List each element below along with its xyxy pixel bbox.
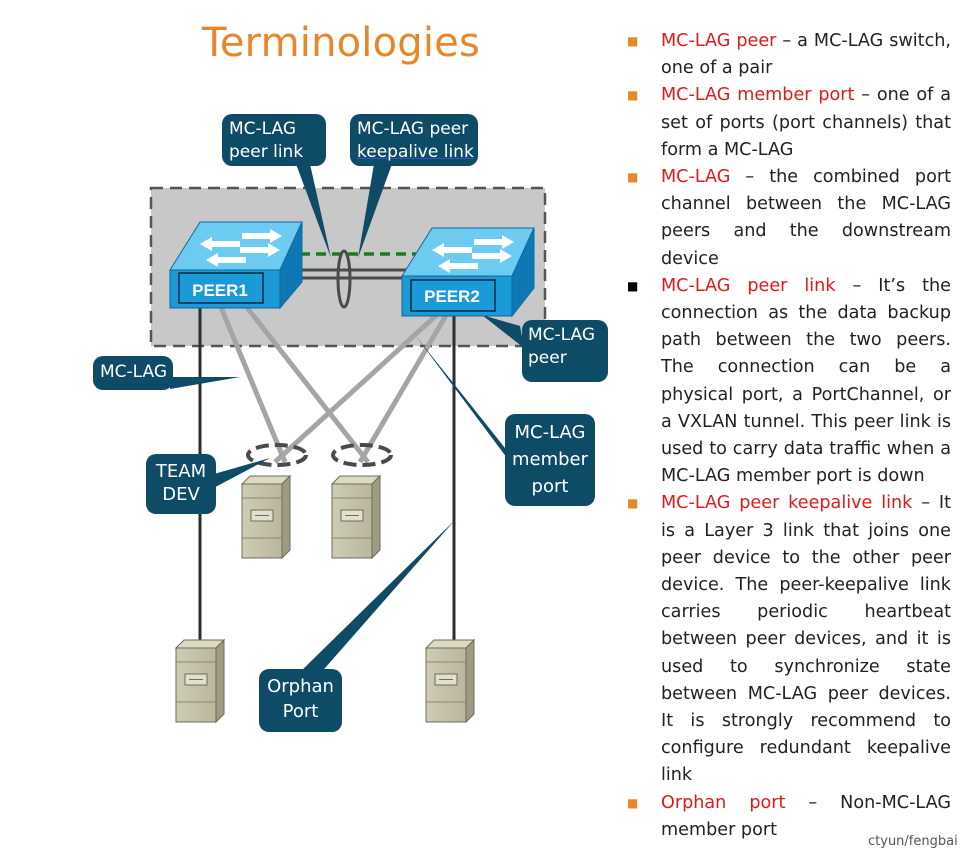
callout-team-dev: TEAM DEV [146,454,216,514]
definition-text: – It’s the connection as the data backup… [661,275,952,487]
bullet-icon: ■ [627,170,639,185]
definition-term: Orphan port [661,792,786,813]
callout-line: peer link [229,142,304,162]
definition-term: MC-LAG peer [661,31,777,51]
callout-peer-link: MC-LAG peer link [222,114,326,166]
callout-line: MC-LAG [528,325,596,345]
callout-mclag-peer: MC-LAG peer [522,320,608,382]
bullet-icon: ■ [627,34,639,48]
peer1-label: PEER1 [192,281,248,300]
peer2-switch [401,227,535,318]
callout-mclag: MC-LAG [93,356,173,390]
definition-item: ■ MC-LAG member port – one of a set of p… [627,82,951,164]
bullet-icon: ■ [627,278,639,293]
callout-line: MC-LAG [514,422,586,443]
credit-text: ctyun/fengbai [868,834,958,849]
definition-item: ■ MC-LAG peer – a MC-LAG switch, one of … [627,28,951,82]
bullet-icon: ■ [627,795,639,810]
server-icon [241,475,291,559]
definition-item: ■ MC-LAG – the combined port channel bet… [627,164,951,273]
callout-line: MC-LAG peer [357,119,469,139]
callout-line: peer [528,348,567,368]
bullet-icon: ■ [627,496,639,511]
definition-item: ■ MC-LAG peer link – It’s the connection… [627,273,951,491]
definition-text: – a MC-LAG switch, one of a pair [661,31,951,79]
definition-term: MC-LAG peer keepalive link [661,493,913,514]
callout-keepalive-link: MC-LAG peer keepalive link [350,114,478,166]
server-icon [331,475,381,559]
callout-line: TEAM [155,461,207,482]
peer1-switch [169,221,303,310]
callout-line: MC-LAG [100,362,168,382]
definition-text: – one of a set of ports (port channels) … [661,85,951,160]
definition-item: ■ MC-LAG peer keepalive link – It is a L… [627,490,951,789]
bullet-icon: ■ [627,88,639,103]
callout-orphan-port: Orphan Port [259,669,342,732]
callout-member-port: MC-LAG member port [505,414,595,506]
server-icon [425,639,475,723]
page-title: Terminologies [202,20,481,66]
server-icon [175,639,225,723]
definition-item: ■ Orphan port – Non-MC-LAG member port [627,790,951,844]
callout-line: DEV [162,484,200,505]
callout-line: Orphan [267,676,334,697]
definition-term: MC-LAG peer link [661,275,836,296]
definition-text: – the combined port channel between the … [661,167,951,269]
callout-line: Port [282,701,319,722]
definition-term: MC-LAG [661,167,731,188]
callout-line: keepalive link [357,142,474,162]
definitions-list: ■ MC-LAG peer – a MC-LAG switch, one of … [627,28,951,844]
callout-line: port [531,476,569,497]
callout-line: member [511,449,589,470]
definition-text: – It is a Layer 3 link that joins one pe… [661,493,951,786]
callout-pointers [170,164,524,676]
callout-line: MC-LAG [229,119,297,139]
definition-text: – Non-MC-LAG member port [661,792,951,840]
definition-term: MC-LAG member port [661,85,855,106]
peer2-label: PEER2 [424,287,480,306]
